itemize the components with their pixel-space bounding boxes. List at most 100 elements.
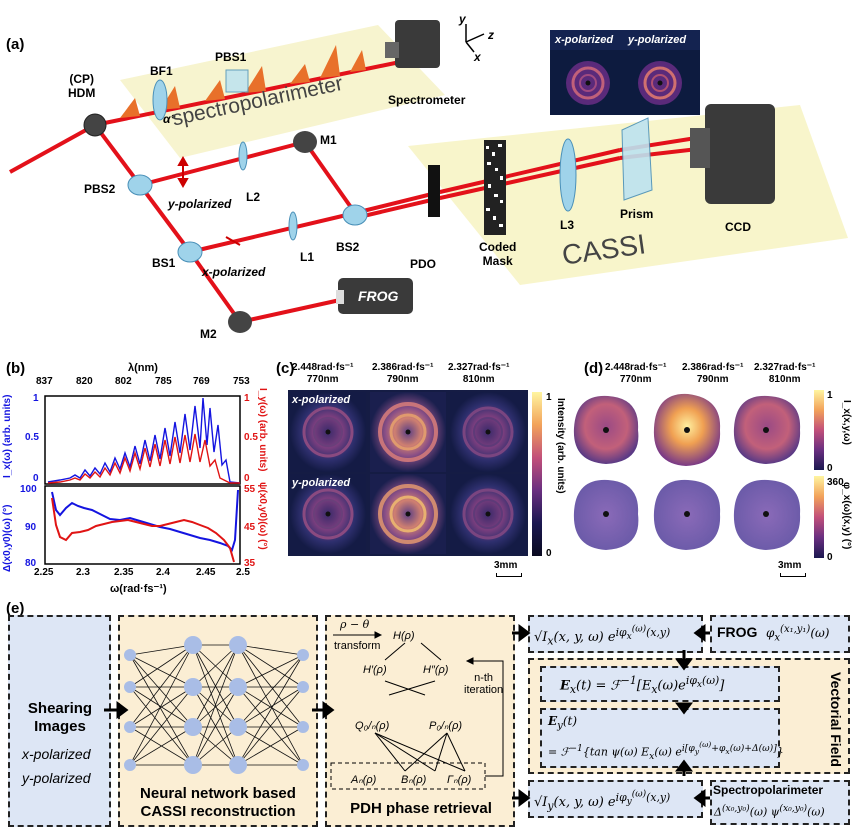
- c-image-y-770: [290, 474, 366, 554]
- psi-curve: [51, 497, 235, 563]
- spectrometer-device: [395, 20, 440, 68]
- m1-label: M1: [320, 133, 337, 147]
- coded-mask-label: Coded Mask: [479, 240, 517, 268]
- pdo-element: [428, 165, 440, 217]
- c-colorbar-tick: 1: [546, 392, 552, 403]
- prism-label: Prism: [620, 207, 654, 221]
- ix-curve: [47, 397, 241, 484]
- frog-device: [336, 278, 413, 314]
- x-tick: 2.3: [76, 567, 90, 578]
- ey-expression-line1: Ey(t): [548, 714, 577, 732]
- c-colorbar: [532, 392, 542, 556]
- polarization-arrows: [177, 155, 241, 246]
- pbs2-label: PBS2: [84, 182, 116, 196]
- iy-field-expression: √Iy(x, y, ω) eiφy(ω)(x,y): [534, 789, 671, 813]
- d-col-header: 2.386rad·fs⁻¹ 790nm: [682, 362, 744, 385]
- ix-tick: 0.5: [25, 432, 39, 443]
- lambda-axis-title: λ(nm): [128, 362, 158, 374]
- iy-tick: 0.5: [244, 432, 258, 443]
- bf1-label: BF1: [150, 64, 173, 78]
- neural-network-diagram: [124, 636, 309, 774]
- top-tick: 769: [193, 376, 210, 387]
- c-row-y-label: y-polarized: [292, 477, 351, 489]
- spectropolarimeter-box: [710, 780, 850, 825]
- c-colorbar-label: Intensity (arb. units): [555, 398, 566, 494]
- ey-field-box: [540, 708, 780, 768]
- top-tick: 802: [115, 376, 132, 387]
- bs2-label: BS2: [336, 240, 360, 254]
- top-tick: 785: [155, 376, 172, 387]
- m2-mirror: [228, 311, 252, 333]
- y-polarized-label: y-polarized: [168, 197, 232, 211]
- axis-y-label: y: [459, 12, 466, 26]
- coded-mask: [484, 140, 506, 235]
- inset-beam-images: [550, 30, 700, 115]
- d-scalebar-line: [780, 573, 806, 577]
- delta-tick: 80: [25, 558, 37, 569]
- svg-text:H″(ρ): H″(ρ): [423, 664, 449, 676]
- transform-label: transform: [334, 640, 381, 652]
- c-col-header: 2.448rad·fs⁻¹ 770nm: [292, 362, 354, 385]
- prism: [621, 117, 653, 201]
- top-tick: 753: [233, 376, 250, 387]
- bf1-filter: [152, 79, 168, 121]
- spectral-peaks: [120, 45, 366, 118]
- m1-mirror: [293, 131, 317, 153]
- panel-a-letter: (a): [6, 36, 25, 53]
- l2-label: L2: [246, 190, 261, 204]
- inset-y-label: y-polarized: [628, 34, 687, 46]
- d-colorbar1-tick: 1: [827, 390, 833, 401]
- panel-b-letter: (b): [6, 360, 26, 377]
- vectorial-field-image-grid: [573, 393, 801, 550]
- top-tick: 837: [36, 376, 53, 387]
- shearing-x: x-polarized: [22, 746, 91, 762]
- c-scalebar: 3mm: [494, 560, 518, 571]
- d-phase-810: [733, 479, 801, 550]
- panel-c-letter: (c): [276, 360, 295, 377]
- spectrum-plot: [44, 395, 241, 565]
- nn-nodes: [124, 636, 309, 774]
- delta-axis-label: Δ(x0,y0)(ω) (°): [2, 504, 13, 572]
- iy-axis-label: I_y(ω) (arb. units): [257, 388, 268, 472]
- ccd-label: CCD: [725, 220, 751, 234]
- ey-expression-line2: = ℱ−1{tan ψ(ω) Ex(ω) ei[φy(ω)+φx(ω)+Δ(ω)…: [548, 740, 784, 762]
- nn-title: Neural network based CASSI reconstructio…: [140, 785, 296, 820]
- ix-tick: 0: [33, 473, 39, 484]
- pdh-box: [325, 615, 515, 827]
- psi-axis-label: ψ(x0,y0)(ω) (°): [257, 482, 268, 550]
- iy-curve: [47, 433, 240, 484]
- spectropolarimeter-box-title: Spectropolarimeter: [713, 783, 824, 797]
- x-tick: 2.4: [156, 567, 170, 578]
- d-col-header: 2.448rad·fs⁻¹ 770nm: [605, 362, 667, 385]
- bs2-splitter: [342, 204, 368, 226]
- ccd-camera: [690, 104, 775, 204]
- spectropolarimeter-area: [120, 25, 445, 158]
- pbs1-cube: [225, 69, 249, 93]
- d-colorbar-intensity: [814, 390, 824, 470]
- iy-field-box: [528, 780, 703, 818]
- x-tick: 2.25: [34, 567, 54, 578]
- iy-tick: 1: [244, 393, 250, 404]
- pbs2-splitter: [127, 174, 153, 196]
- shearing-title: Shearing Images: [27, 700, 93, 735]
- c-image-y-810: [450, 474, 526, 554]
- alpha-label: α°: [163, 112, 176, 126]
- d-scalebar: 3mm: [778, 560, 802, 571]
- l2-lens: [238, 141, 248, 171]
- x-tick: 2.5: [236, 567, 250, 578]
- delta-tick: 90: [25, 522, 37, 533]
- d-col-header: 2.327rad·fs⁻¹ 810nm: [754, 362, 816, 385]
- spectropolarimeter-expression: Δ(x₀,y₀)(ω) ψ(x₀,y₀)(ω): [714, 803, 825, 819]
- axis-z-label: z: [488, 28, 494, 42]
- intensity-image-grid: [288, 390, 528, 556]
- l3-label: L3: [560, 218, 575, 232]
- bs1-splitter: [177, 241, 203, 263]
- ix-axis-label: I_x(ω) (arb. units): [2, 394, 13, 478]
- c-image-y-790: [370, 474, 446, 554]
- svg-text:Bₙ(ρ): Bₙ(ρ): [401, 774, 427, 786]
- c-image-x-810: [450, 392, 526, 472]
- frog-device-label: FROG: [358, 288, 399, 304]
- shearing-images-box: [8, 615, 111, 827]
- l1-lens: [288, 211, 298, 241]
- psi-tick: 55: [244, 484, 256, 495]
